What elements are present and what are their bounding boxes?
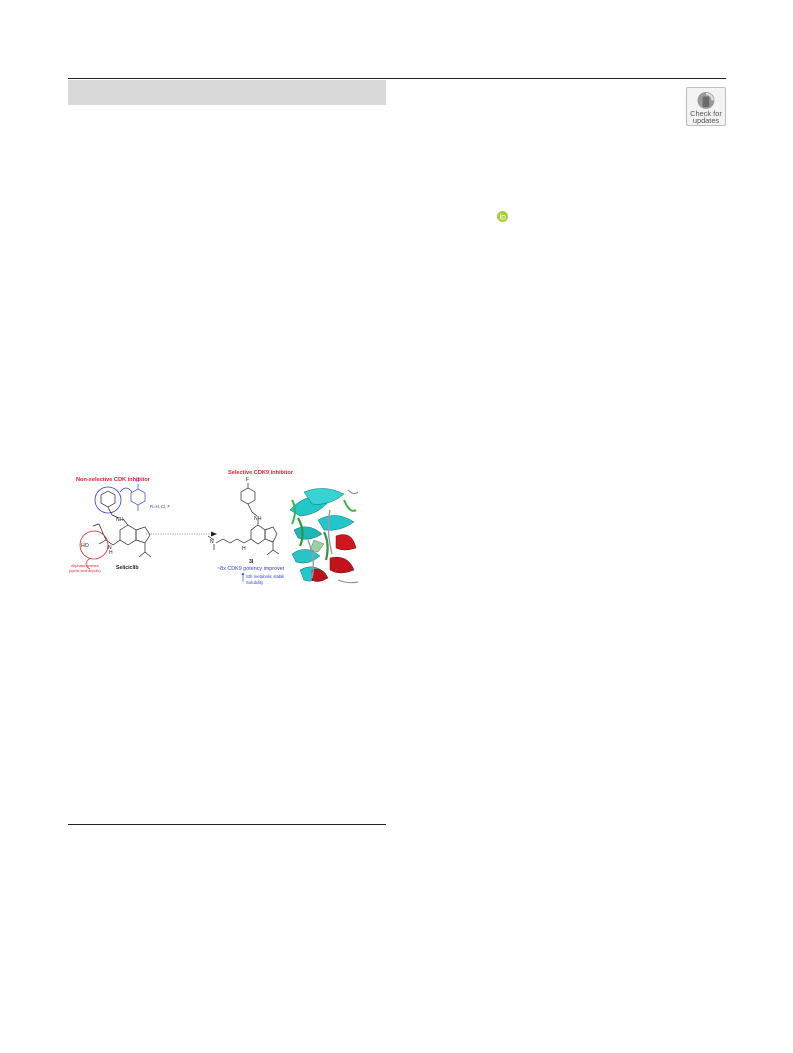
nh-right: NH [254, 516, 262, 522]
n-dimethyl: N [210, 539, 214, 545]
h-right: H [242, 546, 246, 552]
substituent-label: R=H, Cl, F [150, 504, 171, 509]
h-left: H [109, 550, 113, 556]
check-for-updates-badge[interactable]: Check for updates [686, 87, 726, 126]
graphical-abstract: Non-selective CDK inhibitor Selective CD… [69, 470, 358, 588]
seliciclib-structure [79, 484, 152, 570]
compound-label: 3l [249, 559, 254, 565]
nh-left: NH [116, 517, 124, 523]
f-label: F [246, 477, 249, 483]
seliciclib-name: Seliciclib [116, 565, 139, 571]
metabolic-note: Sth metabolic stability [246, 574, 288, 579]
badge-line-1: Check for [690, 108, 722, 118]
badge-line-2: updates [692, 116, 720, 126]
arrow-head [211, 531, 217, 537]
compound-3l-structure [207, 483, 280, 556]
r-label: R [136, 478, 140, 484]
footer-rule [68, 824, 386, 825]
right-title: Selective CDK9 inhibitor [228, 470, 294, 476]
header-rule [68, 78, 726, 79]
left-title: Non-selective CDK inhibitor [76, 477, 151, 483]
protein-ribbon-image [284, 487, 358, 588]
article-type-band [68, 80, 386, 105]
check-updates-icon [697, 91, 715, 109]
potency-note: ~8x CDK9 potency improvement [217, 566, 295, 572]
solubility-note: Solubility [246, 580, 264, 585]
aliphatic-line-1: Aliphatic amines [71, 564, 99, 568]
orcid-icon[interactable] [497, 211, 508, 222]
ho-label: HO [81, 543, 89, 549]
n-left: N [108, 545, 112, 551]
aliphatic-line-2: (cyclic and acyclic) [69, 569, 101, 573]
up-arrowhead [241, 572, 245, 575]
